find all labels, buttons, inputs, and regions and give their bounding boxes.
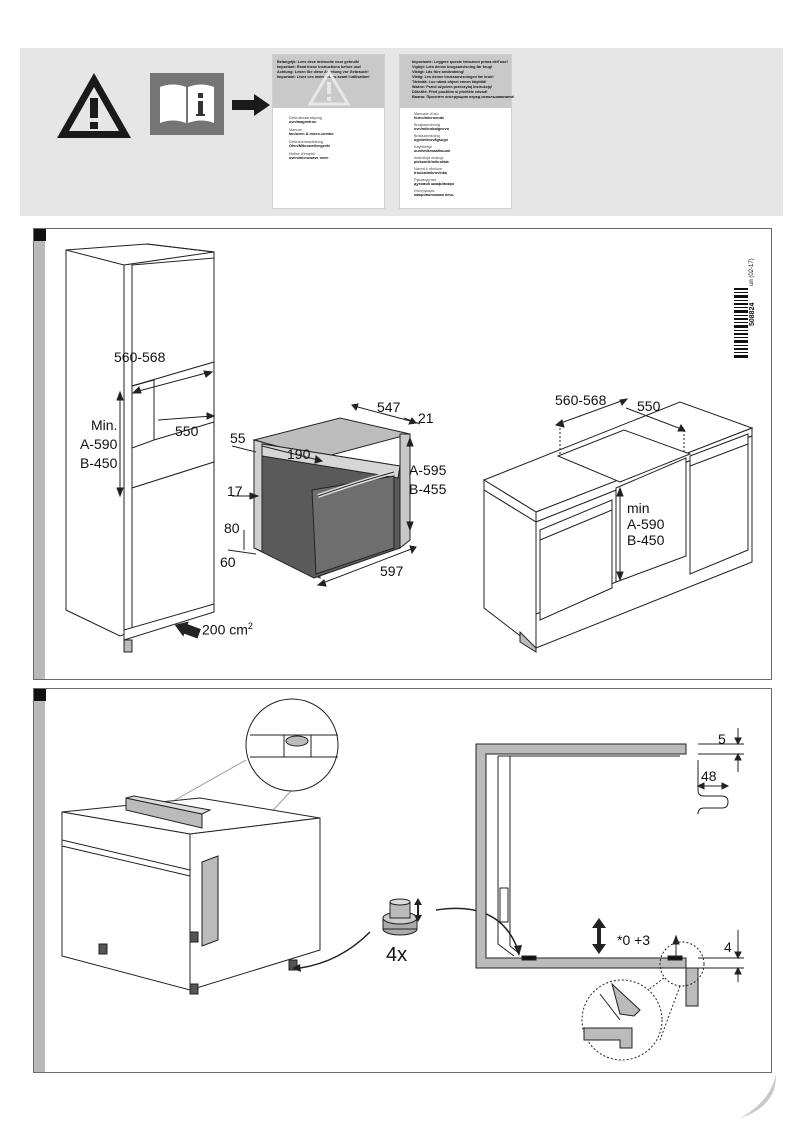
- feet-quantity-label: 4x: [386, 944, 408, 966]
- booklet-caption: Brugsanvisning: [414, 123, 440, 127]
- oven-side-gap-label: 55: [230, 430, 246, 446]
- booklet-header-line: Belangrijk: Lees deze instructie voor ge…: [277, 60, 360, 64]
- booklet-header-line: Achtung: Lesen Sie diese Anleitung vor G…: [277, 70, 369, 74]
- booklet-header-line: Важно: Прочтите инструкцию перед использ…: [412, 95, 515, 99]
- booklet-entry: микроволновая печь: [414, 193, 454, 197]
- manual-booklet-right: Importante: Leggere queste istruzioni pr…: [399, 54, 515, 209]
- tall-cabinet-height-label-min: Min.: [91, 417, 118, 433]
- step-marker: [34, 229, 46, 241]
- barcode-bars: [734, 288, 748, 358]
- booklet-caption: Руководство: [414, 178, 437, 182]
- counter-height-label-b: B-450: [627, 532, 665, 548]
- counter-depth-label: 550: [637, 398, 661, 414]
- booklet-entry: Ofen/Mikrowellengerät: [289, 144, 330, 148]
- vent-area-label: 200 cm2: [202, 621, 253, 638]
- booklet-entry: fan/oven & micro-combo: [289, 132, 334, 136]
- booklet-header: Importante: Leggere queste istruzioni pr…: [400, 55, 515, 108]
- booklet-caption: Gebrauchsanleitung: [289, 140, 323, 144]
- booklet-header-line: Tärkeää: Lue nämä ohjeet ennen käyttöä!: [412, 80, 487, 84]
- counter-height-label-a: A-590: [627, 516, 665, 532]
- tall-cabinet-height-label-a: A-590: [80, 436, 118, 452]
- oven-depth-label: 547: [377, 399, 401, 415]
- booklet-caption: Manual: [289, 128, 302, 132]
- counter-width-label: 560-568: [555, 392, 607, 408]
- tall-cabinet-depth-label: 550: [175, 423, 199, 439]
- booklet-header-line: Ważne: Przed użyciem przeczytaj instrukc…: [412, 85, 493, 89]
- manual-info-icon: [150, 73, 224, 135]
- booklet-entry: ovn/magnetron: [289, 120, 317, 124]
- warning-watermark-icon: [307, 69, 351, 106]
- step-marker: [34, 689, 46, 701]
- tall-cabinet-height-label-b: B-450: [80, 455, 118, 471]
- panel-side-strip: [34, 229, 45, 679]
- counter-min-label: min: [627, 500, 650, 516]
- booklet-caption: Instrukcja obsługi: [414, 156, 444, 160]
- booklet-caption: Bruksanvisning: [414, 134, 440, 138]
- booklet-caption: Käyttöohje: [414, 145, 432, 149]
- oven-top-label: 190: [287, 446, 311, 462]
- booklet-entry: piekarnik/mikrofala: [414, 160, 449, 164]
- booklet-entry: trouba/mikrovlnka: [414, 171, 447, 175]
- booklet-header-line: Vigtigt: Læs denne brugsanvisning før br…: [412, 65, 493, 69]
- gap-48-label: 48: [701, 768, 717, 784]
- panel-side-strip: [34, 689, 45, 1072]
- booklet-entry: oven/microwave oven: [289, 156, 329, 160]
- oven-front-depth-label: 21: [418, 410, 434, 426]
- booklet-header: Belangrijk: Lees deze instructie voor ge…: [273, 55, 384, 108]
- booklet-entry: ugn/mikrovågsugn: [414, 138, 448, 142]
- booklet-entry: forno/microonde: [414, 116, 445, 120]
- arrow-right-icon: [232, 94, 270, 116]
- booklet-caption: Gebruiksaanwijzing: [289, 116, 322, 120]
- manual-booklet-left: Belangrijk: Lees deze instructie voor ge…: [272, 54, 385, 209]
- barcode: 508824 un (02-17): [734, 258, 760, 358]
- vent-arrow-icon: [174, 621, 201, 639]
- oven-dim-17-label: 17: [227, 483, 243, 499]
- gap-5-label: 5: [718, 731, 726, 747]
- booklet-caption: Инструкция: [414, 189, 435, 193]
- booklet-entry: духовой шкаф/микро: [414, 182, 455, 186]
- booklet-entry: ovn/mikrobølgeovn: [414, 127, 450, 131]
- oven-dim-80-label: 80: [224, 520, 240, 536]
- oven-height-label-b: B-455: [409, 481, 447, 497]
- booklet-header-line: Important: Lisez ces instructions avant …: [277, 75, 370, 79]
- booklet-caption: Notice d'emploi: [289, 152, 315, 156]
- adjustment-range-label: *0 +3: [617, 932, 651, 948]
- booklet-header-line: Important: Read these instructions befor…: [277, 65, 362, 69]
- oven-dim-60-label: 60: [220, 554, 236, 570]
- brand-swoosh-icon: [740, 1074, 776, 1118]
- booklet-entry: uuni/mikroaaltouuni: [414, 149, 451, 153]
- warning-icon: [57, 73, 131, 138]
- booklet-header-line: Importante: Leggere queste istruzioni pr…: [412, 60, 508, 64]
- oven-width-label: 597: [380, 563, 404, 579]
- oven-height-label-a: A-595: [409, 462, 447, 478]
- tall-cabinet-width-label: 560-568: [114, 349, 166, 365]
- gap-4-label: 4: [724, 939, 732, 955]
- adjustable-foot-icon: [382, 898, 418, 936]
- booklet-header-line: Viktigt: Läs före användning!: [412, 70, 465, 74]
- booklet-header-line: Viktig: Les denne bruksanvisningen før b…: [412, 75, 494, 79]
- booklet-header-line: Důležité: Před použitím si přečtěte návo…: [412, 90, 488, 94]
- booklet-caption: Návod k obsluze: [414, 167, 443, 171]
- vent-area-exponent: 2: [247, 621, 253, 631]
- booklet-caption: Manuale d'uso: [414, 112, 439, 116]
